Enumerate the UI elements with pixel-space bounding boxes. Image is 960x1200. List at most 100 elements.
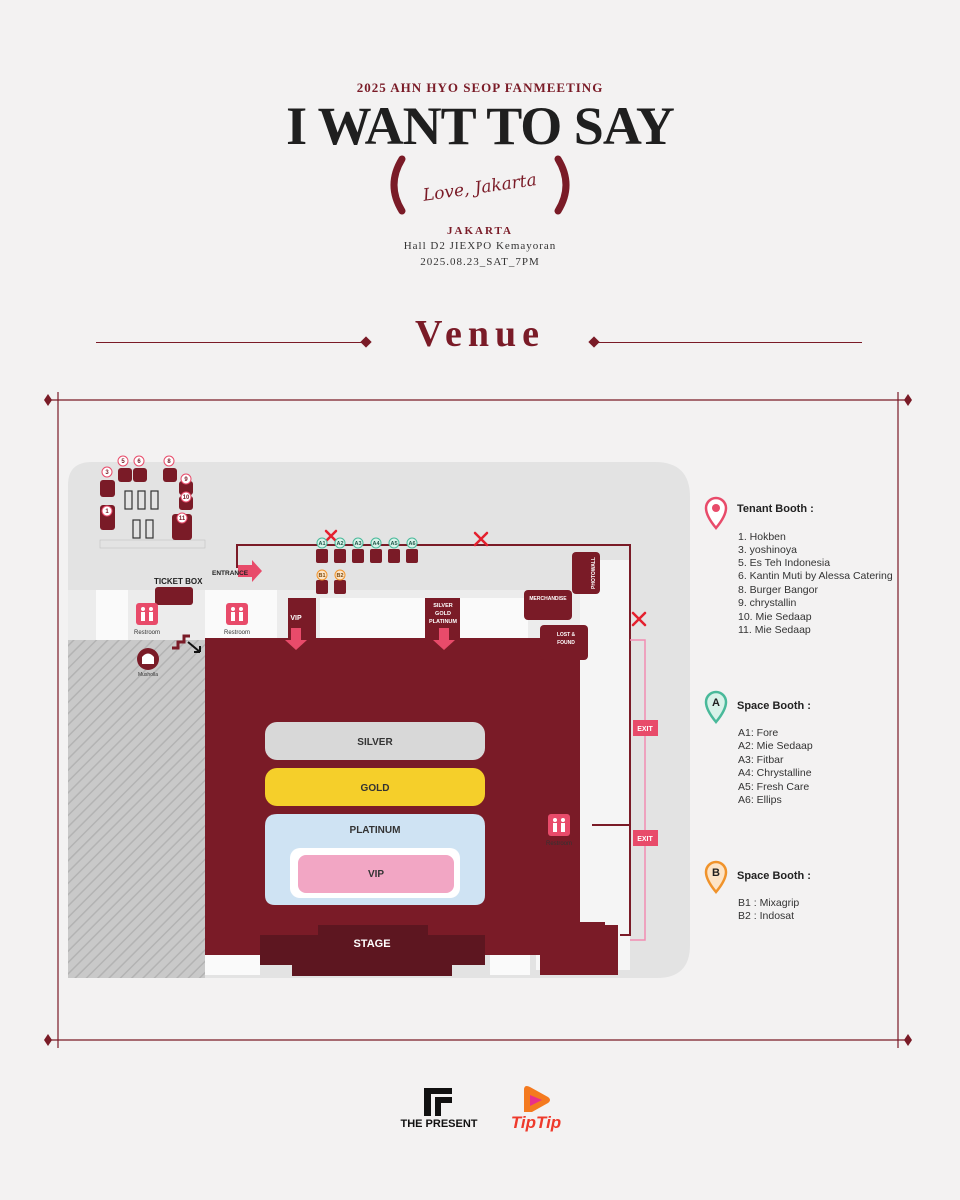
space-pin-a6: A6 <box>408 541 415 547</box>
space-a-item: A6: Ellips <box>738 794 782 806</box>
exit-label-1: EXIT <box>637 726 653 733</box>
zone-vip-label: VIP <box>368 869 384 880</box>
space-pin-b1: B1 <box>318 573 325 579</box>
merchandise-label: MERCHANDISE <box>529 596 567 602</box>
restroom-icon-2 <box>226 603 248 625</box>
tenant-pin-5: 5 <box>121 459 125 465</box>
title-rule-left <box>96 342 366 343</box>
the-present-logo-text: THE PRESENT <box>400 1118 478 1130</box>
space-pin-a1: A1 <box>318 541 325 547</box>
lost-found-label-1: LOST & <box>557 632 576 638</box>
event-subtitle: 2025 AHN HYO SEOP FANMEETING <box>356 80 604 95</box>
zone-gold-label: GOLD <box>361 783 390 794</box>
space-b-legend-title: Space Booth : <box>737 870 811 882</box>
silver-gate-label-3: PLATINUM <box>429 619 457 625</box>
tenant-item: 5. Es Teh Indonesia <box>738 557 831 569</box>
tenant-legend-title: Tenant Booth : <box>737 503 814 515</box>
vip-arrow <box>285 628 307 650</box>
right-parenthesis <box>554 155 570 215</box>
hatched-area <box>68 590 205 978</box>
tenant-item: 9. chrystallin <box>738 597 797 609</box>
ticket-box <box>155 587 193 605</box>
space-a-legend-title: Space Booth : <box>737 700 811 712</box>
space-b-pin-letter: B <box>712 867 720 879</box>
restroom-label-1: Restroom <box>134 630 160 636</box>
tenant-pin-9: 9 <box>184 477 188 483</box>
zone-gold <box>265 768 485 806</box>
the-present-logo-icon <box>424 1088 452 1116</box>
zone-silver-label: SILVER <box>357 737 393 748</box>
left-parenthesis <box>390 155 406 215</box>
photowall-label: PHOTOWALL <box>591 557 597 589</box>
merchandise-booth <box>524 590 572 620</box>
tiptip-logo-text: TipTip <box>510 1113 562 1132</box>
tenant-pin-3: 3 <box>105 470 109 476</box>
silver-gate-label-1: SILVER <box>433 603 452 609</box>
love-jakarta-emblem: Love, Jakarta <box>390 155 570 215</box>
restroom-label-3: Restroom <box>546 841 572 847</box>
entrance-label: ENTRANCE <box>212 570 249 577</box>
space-a-pin-letter: A <box>712 697 720 709</box>
ticket-box-label: TICKET BOX <box>154 577 203 586</box>
tenant-pin-10: 10 <box>183 495 190 501</box>
stairs-icon <box>172 634 190 650</box>
event-date: 2025.08.23_SAT_7PM <box>420 256 540 268</box>
event-venue: Hall D2 JIEXPO Kemayoran <box>403 240 557 252</box>
closed-x-2 <box>473 531 489 547</box>
tenant-item: 1. Hokben <box>738 531 786 543</box>
space-pin-a4: A4 <box>372 541 380 547</box>
restroom-icon-1 <box>136 603 158 625</box>
space-b-legend-pin-icon: B <box>704 860 728 894</box>
silver-arrow <box>433 628 455 650</box>
zone-silver <box>265 722 485 760</box>
closed-x-1 <box>324 529 338 543</box>
event-city: JAKARTA <box>447 225 513 237</box>
vip-gate-label: VIP <box>290 615 302 622</box>
entrance-arrow <box>238 560 262 582</box>
space-pin-a3: A3 <box>354 541 361 547</box>
event-title: I WANT TO SAY <box>286 96 675 156</box>
space-b-item: B1 : Mixagrip <box>738 897 800 909</box>
tenant-item: 11. Mie Sedaap <box>738 624 811 636</box>
exit-sign-1 <box>633 720 658 736</box>
closed-x-3 <box>631 611 647 627</box>
space-a-legend-pin-icon: A <box>704 690 728 724</box>
tiptip-logo-icon <box>524 1086 550 1112</box>
tenant-pin-11: 11 <box>179 516 186 522</box>
zone-platinum-label: PLATINUM <box>350 825 401 836</box>
space-a-item: A4: Chrystalline <box>738 767 812 779</box>
tenant-pin-1: 1 <box>105 509 109 515</box>
space-pin-a2: A2 <box>336 541 343 547</box>
title-rule-right <box>594 342 862 343</box>
musholla-label: Musholla <box>138 672 158 678</box>
tenant-item: 10. Mie Sedaap <box>738 611 812 623</box>
space-a-item: A1: Fore <box>738 727 779 739</box>
tenant-item: 6. Kantin Muti by Alessa Catering <box>738 570 893 582</box>
space-b-item: B2 : Indosat <box>738 910 795 922</box>
exit-sign-2 <box>633 830 658 846</box>
tenant-pin-6: 6 <box>137 459 141 465</box>
tenant-item: 3. yoshinoya <box>738 544 797 556</box>
space-pin-a5: A5 <box>390 541 397 547</box>
stage <box>260 935 485 965</box>
tenant-legend-pin-icon <box>704 496 728 530</box>
restroom-label-2: Restroom <box>224 630 250 636</box>
photowall-booth <box>572 552 600 594</box>
tenant-pin-8: 8 <box>167 459 171 465</box>
exit-label-2: EXIT <box>637 836 653 843</box>
tenant-item: 8. Burger Bangor <box>738 584 818 596</box>
lost-found-booth <box>540 625 588 660</box>
right-corridor <box>580 560 630 970</box>
space-a-item: A2: Mie Sedaap <box>738 740 813 752</box>
space-pin-b2: B2 <box>336 573 343 579</box>
space-a-item: A3: Fitbar <box>738 754 784 766</box>
lost-found-label-2: FOUND <box>557 640 575 646</box>
space-a-item: A5: Fresh Care <box>738 781 810 793</box>
restroom-icon-3 <box>548 814 570 836</box>
silver-gate-label-2: GOLD <box>435 611 451 617</box>
stage-label: STAGE <box>353 938 390 950</box>
zone-vip <box>298 855 454 893</box>
tenant-booths <box>100 468 193 540</box>
